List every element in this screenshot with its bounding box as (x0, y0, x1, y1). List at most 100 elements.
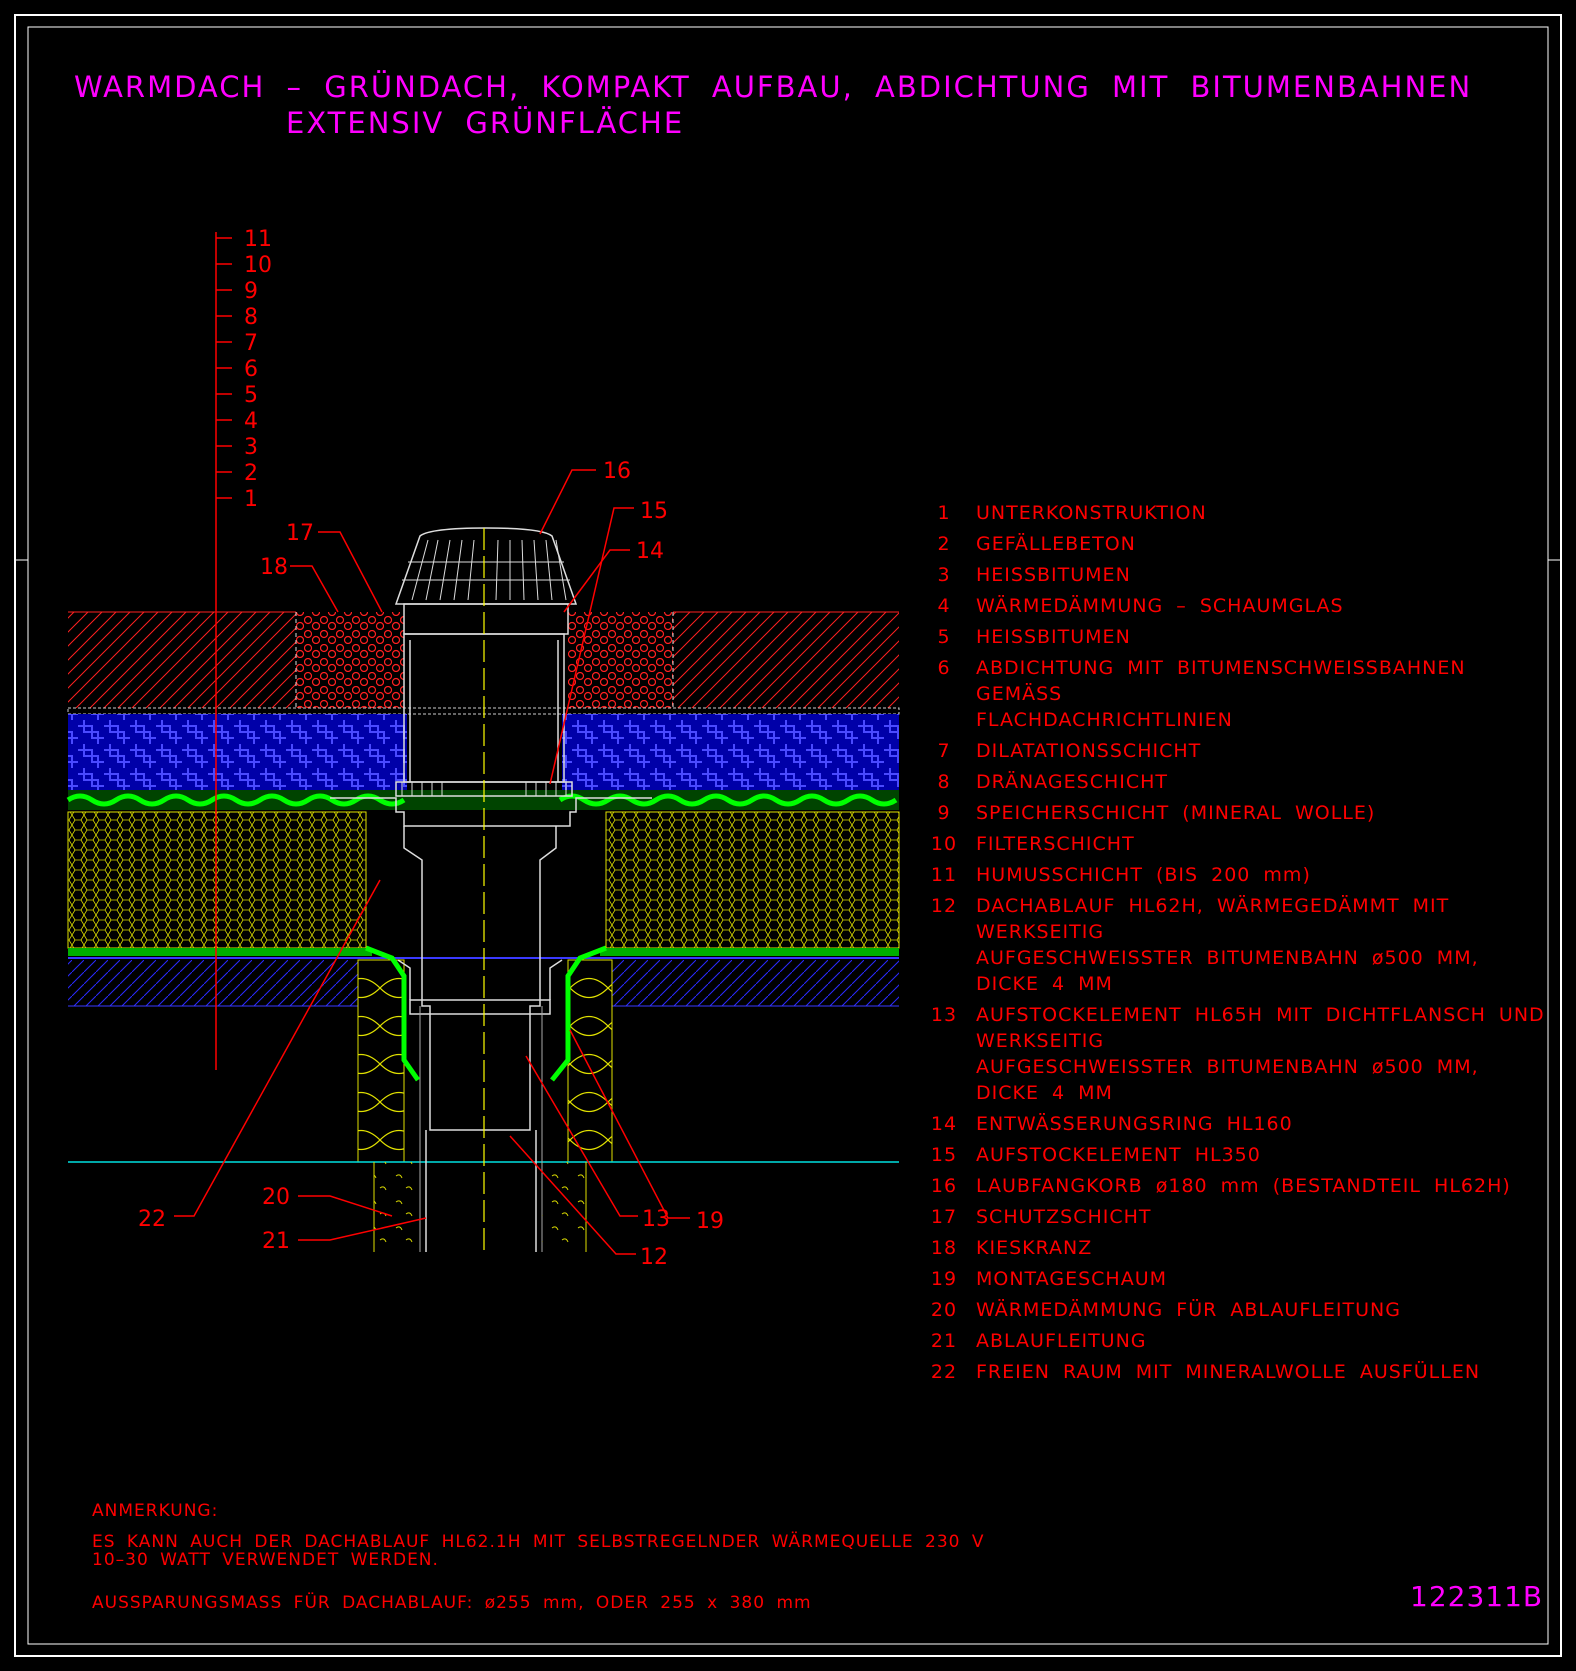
legend-num: 11 (930, 864, 958, 886)
legend-text: AUFSTOCKELEMENT HL65H MIT DICHTFLANSCH U… (976, 1004, 1545, 1104)
legend-num: 14 (930, 1113, 958, 1135)
scale-label: 10 (244, 253, 272, 278)
legend-num: 4 (937, 595, 951, 617)
legend-item: 3 HEISSBITUMEN (930, 562, 1545, 588)
legend-item: 16 LAUBFANGKORB ø180 mm (BESTANDTEIL HL62… (930, 1173, 1545, 1199)
legend-text: HEISSBITUMEN (976, 564, 1131, 586)
legend-num: 15 (930, 1144, 958, 1166)
legend-text: HEISSBITUMEN (976, 626, 1131, 648)
legend-num: 21 (930, 1330, 958, 1352)
sealing-flange (365, 945, 607, 1082)
legend-item: 19 MONTAGESCHAUM (930, 1266, 1545, 1292)
legend-num: 10 (930, 833, 958, 855)
layer-scale (215, 232, 232, 1070)
legend-item: 20 WÄRMEDÄMMUNG FÜR ABLAUFLEITUNG (930, 1297, 1545, 1323)
callout-15: 15 (640, 499, 668, 524)
layer-foamglass (67, 811, 900, 949)
scale-label: 1 (244, 487, 258, 512)
legend-num: 7 (937, 740, 951, 762)
callout-16: 16 (603, 459, 631, 484)
legend-item: 1 UNTERKONSTRUKTION (930, 500, 1545, 526)
legend-num: 1 (937, 502, 951, 524)
legend-text: FILTERSCHICHT (976, 833, 1135, 855)
legend-text: HUMUSSCHICHT (BIS 200 mm) (976, 864, 1311, 886)
legend-item: 4 WÄRMEDÄMMUNG – SCHAUMGLAS (930, 593, 1545, 619)
legend-item: 10 FILTERSCHICHT (930, 831, 1545, 857)
legend-text: ABLAUFLEITUNG (976, 1330, 1147, 1352)
legend-item: 18 KIESKRANZ (930, 1235, 1545, 1261)
pipe-insulation (373, 1162, 587, 1252)
legend-text: SCHUTZSCHICHT (976, 1206, 1152, 1228)
callout-14: 14 (636, 539, 664, 564)
legend-item: 21 ABLAUFLEITUNG (930, 1328, 1545, 1354)
legend-num: 22 (930, 1361, 958, 1383)
gravel-ring (295, 612, 674, 712)
legend-text: KIESKRANZ (976, 1237, 1093, 1259)
scale-label: 9 (244, 279, 258, 304)
legend-text: DRÄNAGESCHICHT (976, 771, 1169, 793)
legend-num: 13 (930, 1004, 958, 1026)
legend-text: LAUBFANGKORB ø180 mm (BESTANDTEIL HL62H) (976, 1175, 1511, 1197)
legend-item: 15 AUFSTOCKELEMENT HL350 (930, 1142, 1545, 1168)
title-line-1: WARMDACH – GRÜNDACH, KOMPAKT AUFBAU, ABD… (74, 70, 1473, 104)
legend-text: AUFSTOCKELEMENT HL350 (976, 1144, 1261, 1166)
legend-num: 8 (937, 771, 951, 793)
scale-label: 2 (244, 461, 258, 486)
callout-20: 20 (262, 1185, 290, 1210)
legend-num: 2 (937, 533, 951, 555)
legend-item: 13 AUFSTOCKELEMENT HL65H MIT DICHTFLANSCH… (930, 1002, 1545, 1106)
layer-drainage (68, 714, 899, 790)
callout-22: 22 (138, 1207, 166, 1232)
legend-item: 8 DRÄNAGESCHICHT (930, 769, 1545, 795)
scale-label: 7 (244, 331, 258, 356)
layer-scale-labels: 11 10 9 8 7 6 5 4 3 2 1 (244, 227, 272, 512)
legend-num: 18 (930, 1237, 958, 1259)
legend-text: WÄRMEDÄMMUNG – SCHAUMGLAS (976, 595, 1344, 617)
legend-item: 5 HEISSBITUMEN (930, 624, 1545, 650)
scale-label: 8 (244, 305, 258, 330)
callout-13: 13 (642, 1207, 670, 1232)
callout-17: 17 (286, 521, 314, 546)
legend-text: SPEICHERSCHICHT (MINERAL WOLLE) (976, 802, 1376, 824)
drawing-number: 122311B (1410, 1580, 1544, 1613)
legend-item: 14 ENTWÄSSERUNGSRING HL160 (930, 1111, 1545, 1137)
layer-mineral-wool (357, 959, 613, 1163)
scale-label: 6 (244, 357, 258, 382)
legend-item: 2 GEFÄLLEBETON (930, 531, 1545, 557)
legend-item: 17 SCHUTZSCHICHT (930, 1204, 1545, 1230)
legend-text: ENTWÄSSERUNGSRING HL160 (976, 1113, 1293, 1135)
legend-text: UNTERKONSTRUKTION (976, 502, 1207, 524)
scale-label: 4 (244, 409, 258, 434)
layer-slope-concrete (68, 960, 899, 1007)
callout-19: 19 (696, 1209, 724, 1234)
legend-num: 20 (930, 1299, 958, 1321)
legend-num: 3 (937, 564, 951, 586)
legend-num: 16 (930, 1175, 958, 1197)
note-text-2: AUSSPARUNGSMASS FÜR DACHABLAUF: ø255 mm,… (92, 1593, 812, 1613)
legend-num: 17 (930, 1206, 958, 1228)
note-heading: ANMERKUNG: (92, 1501, 219, 1521)
legend-num: 6 (937, 657, 951, 679)
legend-num: 5 (937, 626, 951, 648)
callout-18: 18 (260, 555, 288, 580)
legend-item: 9 SPEICHERSCHICHT (MINERAL WOLLE) (930, 800, 1545, 826)
legend-text: DACHABLAUF HL62H, WÄRMEGEDÄMMT MIT WERKS… (976, 895, 1479, 995)
leader-lines (174, 469, 690, 1255)
legend-text: GEFÄLLEBETON (976, 533, 1136, 555)
legend-text: WÄRMEDÄMMUNG FÜR ABLAUFLEITUNG (976, 1299, 1401, 1321)
scale-label: 3 (244, 435, 258, 460)
legend-item: 11 HUMUSSCHICHT (BIS 200 mm) (930, 862, 1545, 888)
legend-num: 9 (937, 802, 951, 824)
callout-21: 21 (262, 1229, 290, 1254)
callout-12: 12 (640, 1245, 668, 1270)
legend-num: 19 (930, 1268, 958, 1290)
scale-label: 5 (244, 383, 258, 408)
legend-text: MONTAGESCHAUM (976, 1268, 1167, 1290)
title-line-2: EXTENSIV GRÜNFLÄCHE (286, 106, 685, 140)
